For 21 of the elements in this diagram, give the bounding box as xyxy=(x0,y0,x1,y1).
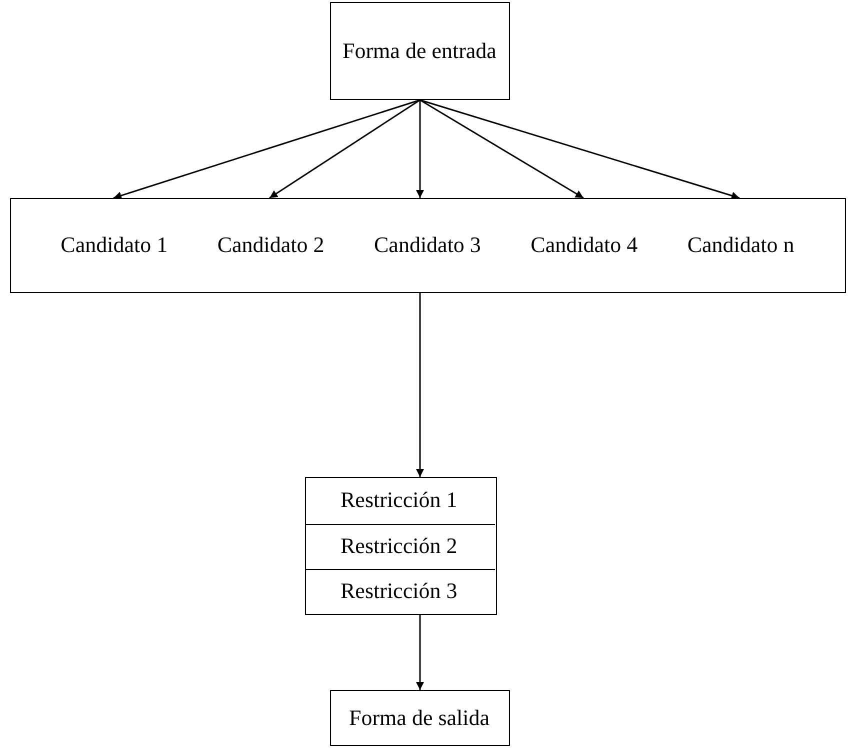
process-box xyxy=(330,2,510,100)
arrow xyxy=(420,99,584,199)
node-text: Candidato 1 xyxy=(60,232,168,258)
node-text: Forma de salida xyxy=(349,704,490,730)
node-text: Forma de entrada xyxy=(342,38,496,64)
arrow xyxy=(416,293,424,477)
node-text: Restricción 2 xyxy=(340,533,458,559)
arrow xyxy=(269,99,420,199)
node-text: Candidato n xyxy=(687,232,794,258)
arrow xyxy=(113,99,420,200)
arrow xyxy=(416,100,424,198)
process-box xyxy=(330,690,510,746)
node-text: Restricción 3 xyxy=(340,578,458,604)
process-box xyxy=(10,198,846,293)
arrow xyxy=(420,99,740,200)
node-text: Candidato 4 xyxy=(530,232,638,258)
node-text: Candidato 3 xyxy=(374,232,481,258)
node-text: Restricción 1 xyxy=(340,486,458,512)
arrow xyxy=(416,615,424,690)
node-text: Candidato 2 xyxy=(217,232,324,258)
stack-box xyxy=(305,477,497,615)
